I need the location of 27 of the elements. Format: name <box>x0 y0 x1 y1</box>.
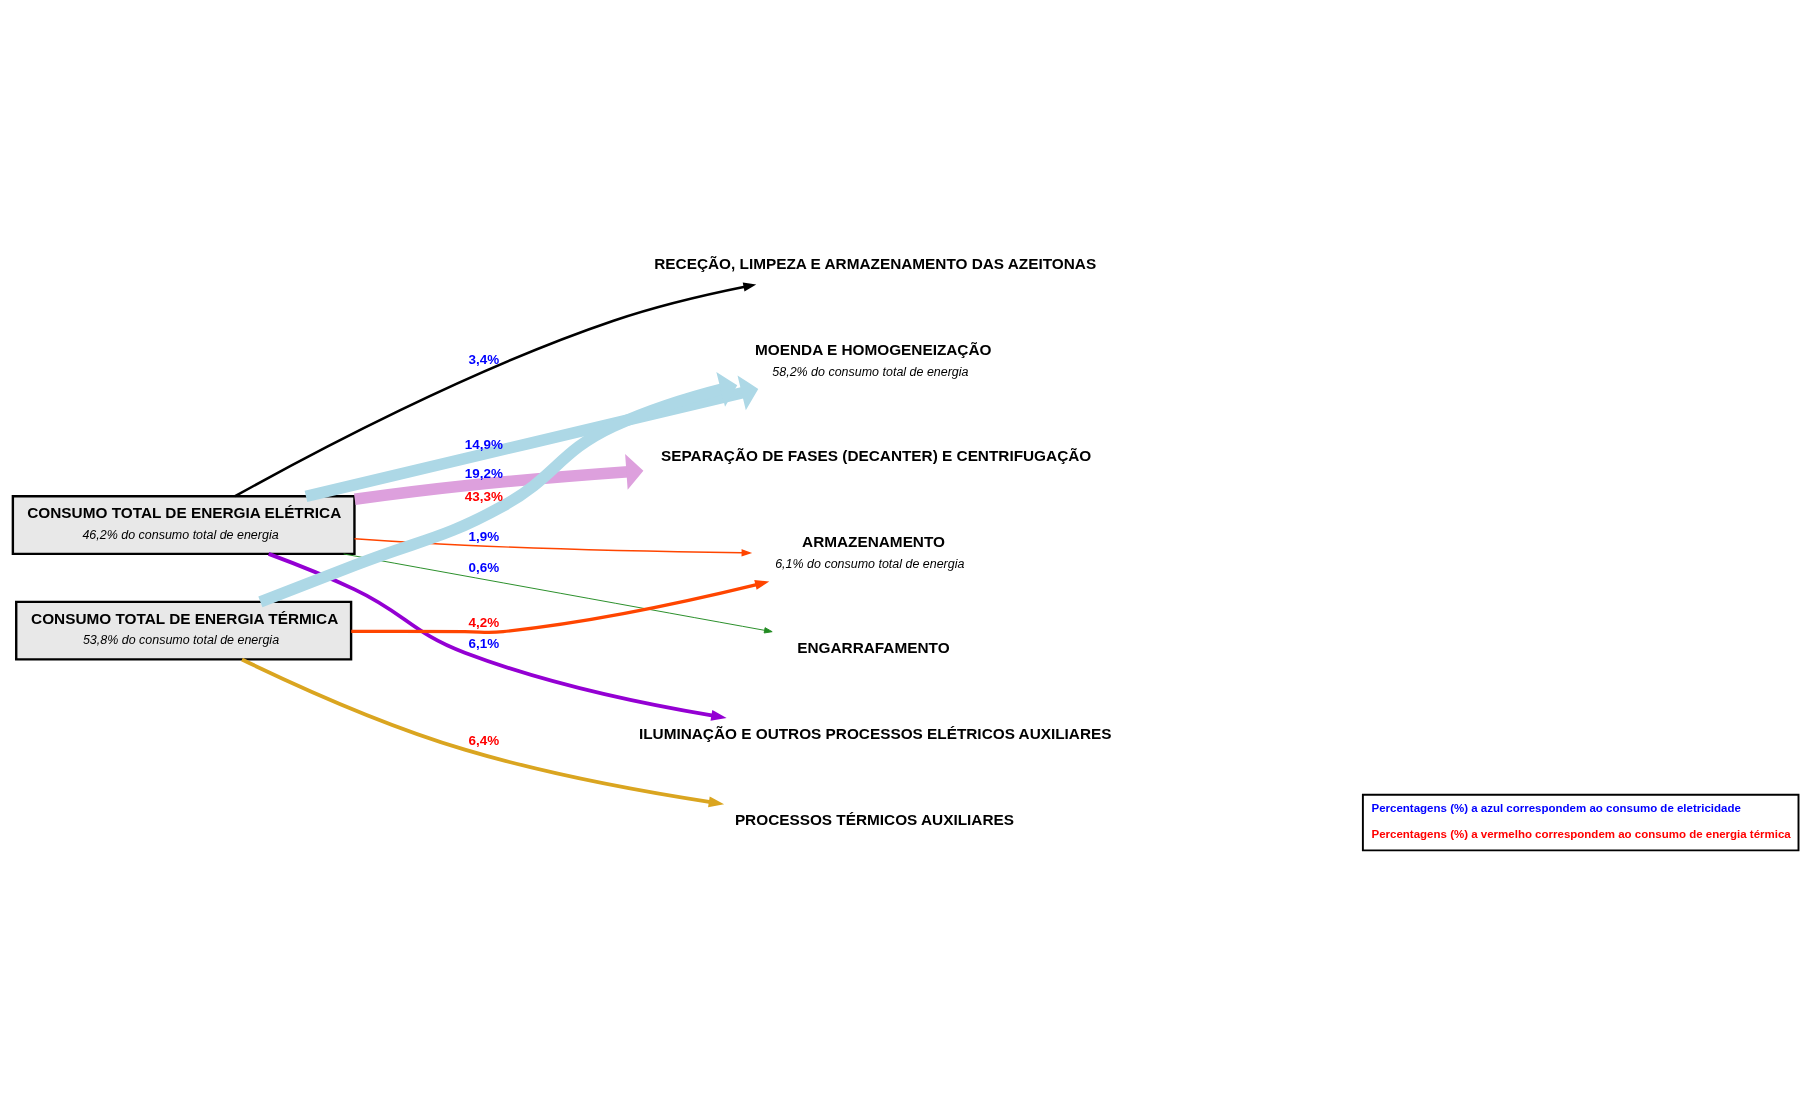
node-text: ILUMINAÇÃO E OUTROS PROCESSOS ELÉTRICOS AUXILIARES <box>638 724 1112 742</box>
node-text: ENGARRAFAMENTO <box>797 638 950 656</box>
legend-label: Percentagens (%) a azul correspondem ao consumo de eletricidade <box>1371 801 1741 814</box>
node-box: CONSUMO TOTAL DE ENERGIA ELÉTRICA 46,2% do consumo total de energia <box>11 495 356 556</box>
edge-label: 43,3% <box>464 489 503 505</box>
edge-label: 6,4% <box>468 733 500 749</box>
node-box: CONSUMO TOTAL DE ENERGIA TÉRMICA 53,8% do consumo total de energia <box>15 600 353 661</box>
node-text: MOENDA E HOMOGENEIZAÇÃO 58,2% do consumo total de energia <box>755 341 992 379</box>
arrow <box>343 553 773 634</box>
edge-label: 1,9% <box>468 528 500 544</box>
edge-label: 6,1% <box>468 636 500 652</box>
arrow <box>304 375 759 502</box>
arrow <box>351 580 770 634</box>
legend-label: Percentagens (%) a vermelho correspondem ao consumo de energia térmica <box>1371 827 1791 840</box>
edge-label: 14,9% <box>464 437 503 453</box>
arrow <box>354 454 644 505</box>
edge-label: 4,2% <box>468 614 500 630</box>
arrow <box>241 657 725 808</box>
node-text: RECEÇÃO, LIMPEZA E ARMAZENAMENTO DAS AZEITONAS <box>654 254 1097 272</box>
node-text: SEPARAÇÃO DE FASES (DECANTER) E CENTRIFUGAÇÃO <box>661 446 1092 464</box>
node-text: PROCESSOS TÉRMICOS AUXILIARES <box>734 811 1014 829</box>
edge-label: 3,4% <box>468 352 500 368</box>
node-text: ARMAZENAMENTO 6,1% do consumo total de energia <box>775 532 965 571</box>
edge-label: 0,6% <box>468 560 500 576</box>
edge-label: 19,2% <box>464 466 503 482</box>
arrow <box>234 282 757 498</box>
arrow <box>353 538 753 557</box>
